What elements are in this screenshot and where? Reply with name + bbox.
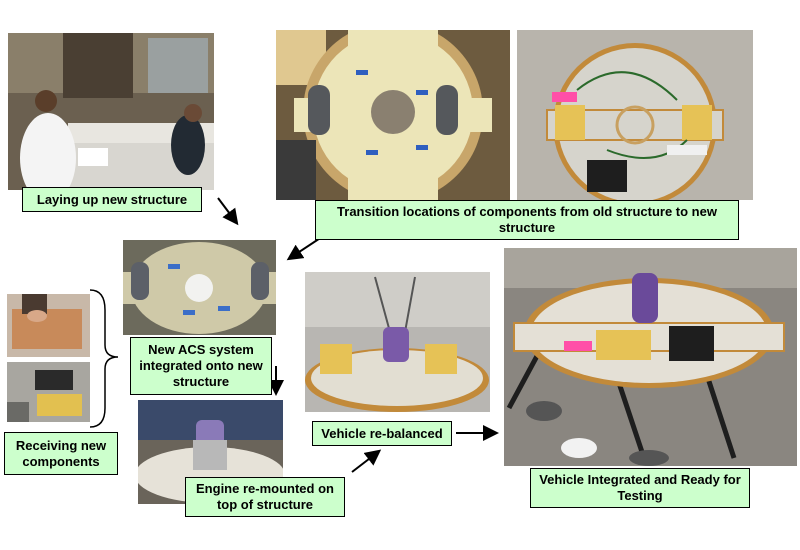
photo-rebalance xyxy=(305,272,490,412)
label-acs: New ACS system integrated onto new struc… xyxy=(130,337,272,395)
label-engine: Engine re-mounted on top of structure xyxy=(185,477,345,517)
photo-receiving-copper xyxy=(7,294,90,357)
label-ready: Vehicle Integrated and Ready for Testing xyxy=(530,468,750,508)
label-layup: Laying up new structure xyxy=(22,187,202,212)
label-rebalanced: Vehicle re-balanced xyxy=(312,421,452,446)
photo-vehicle-ready xyxy=(504,248,797,466)
label-transition: Transition locations of components from … xyxy=(315,200,739,240)
arrow-engine-to-rebalance xyxy=(351,449,382,473)
photo-transition-new xyxy=(517,30,753,200)
arrow-layup-to-acs xyxy=(217,197,239,226)
photo-receiving-battery xyxy=(7,362,90,422)
photo-layup-lab xyxy=(8,33,214,190)
photo-acs-system xyxy=(123,240,276,335)
label-receiving: Receiving new components xyxy=(4,432,118,475)
photo-transition-old xyxy=(276,30,510,200)
